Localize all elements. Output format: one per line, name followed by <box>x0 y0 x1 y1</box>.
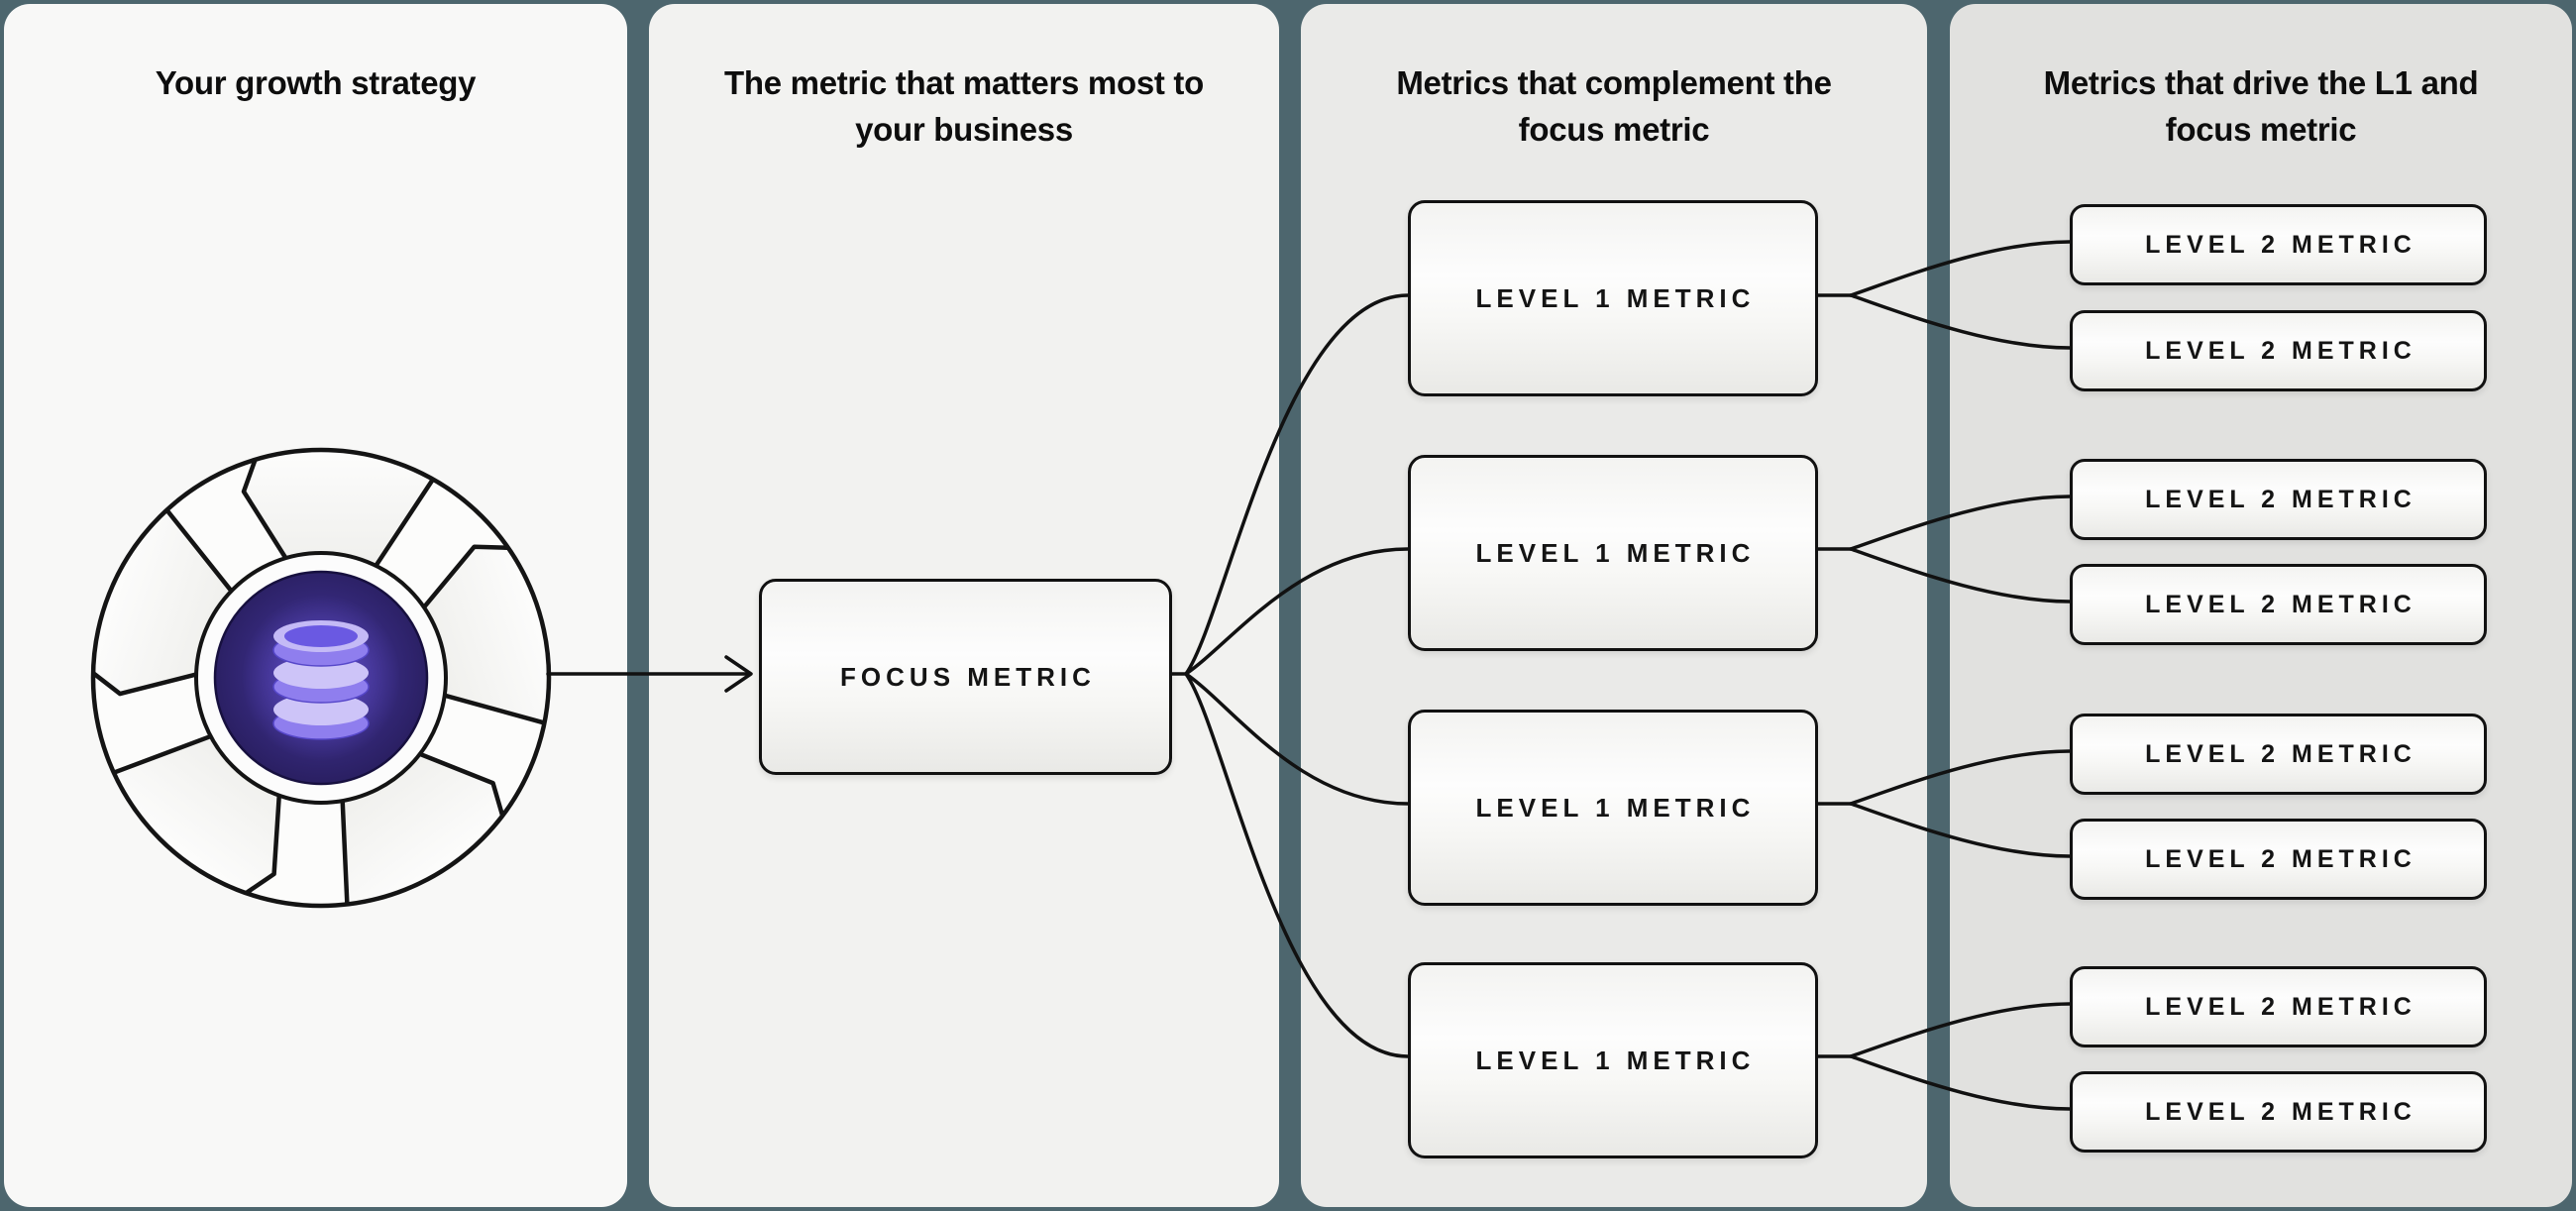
focus-metric-label: FOCUS METRIC <box>840 661 1096 692</box>
level2-metric-label: LEVEL 2 METRIC <box>2145 992 2416 1021</box>
panel-title-focus-metric: The metric that matters most to your bus… <box>724 64 1204 148</box>
level2-metric-node: LEVEL 2 METRIC <box>2070 459 2487 540</box>
level2-metric-node: LEVEL 2 METRIC <box>2070 564 2487 645</box>
level2-metric-label: LEVEL 2 METRIC <box>2145 485 2416 513</box>
panel-title-growth-strategy: Your growth strategy <box>155 64 477 101</box>
level1-metric-node: LEVEL 1 METRIC <box>1408 962 1818 1158</box>
level2-metric-label: LEVEL 2 METRIC <box>2145 336 2416 365</box>
panel-title-level2-metrics: Metrics that drive the L1 and focus metr… <box>2043 64 2479 148</box>
level2-metric-label: LEVEL 2 METRIC <box>2145 230 2416 259</box>
flywheel-database-icon <box>90 447 552 909</box>
level1-metric-label: LEVEL 1 METRIC <box>1475 282 1756 313</box>
level2-metric-node: LEVEL 2 METRIC <box>2070 310 2487 391</box>
level1-metric-node: LEVEL 1 METRIC <box>1408 455 1818 651</box>
panel-growth-strategy: Your growth strategy <box>4 4 627 1207</box>
level2-metric-node: LEVEL 2 METRIC <box>2070 714 2487 795</box>
panel-title-level1-metrics: Metrics that complement the focus metric <box>1396 64 1832 148</box>
level1-metric-node: LEVEL 1 METRIC <box>1408 710 1818 906</box>
level1-metric-label: LEVEL 1 METRIC <box>1475 1045 1756 1075</box>
level2-metric-label: LEVEL 2 METRIC <box>2145 739 2416 768</box>
database-icon <box>272 620 370 740</box>
level2-metric-node: LEVEL 2 METRIC <box>2070 204 2487 285</box>
level2-metric-label: LEVEL 2 METRIC <box>2145 1097 2416 1126</box>
level2-metric-label: LEVEL 2 METRIC <box>2145 844 2416 873</box>
level2-metric-node: LEVEL 2 METRIC <box>2070 966 2487 1047</box>
level2-metric-node: LEVEL 2 METRIC <box>2070 819 2487 900</box>
level2-metric-label: LEVEL 2 METRIC <box>2145 590 2416 618</box>
level1-metric-label: LEVEL 1 METRIC <box>1475 537 1756 568</box>
level1-metric-label: LEVEL 1 METRIC <box>1475 792 1756 823</box>
level2-metric-node: LEVEL 2 METRIC <box>2070 1071 2487 1153</box>
level1-metric-node: LEVEL 1 METRIC <box>1408 200 1818 396</box>
focus-metric-node: FOCUS METRIC <box>759 579 1172 775</box>
